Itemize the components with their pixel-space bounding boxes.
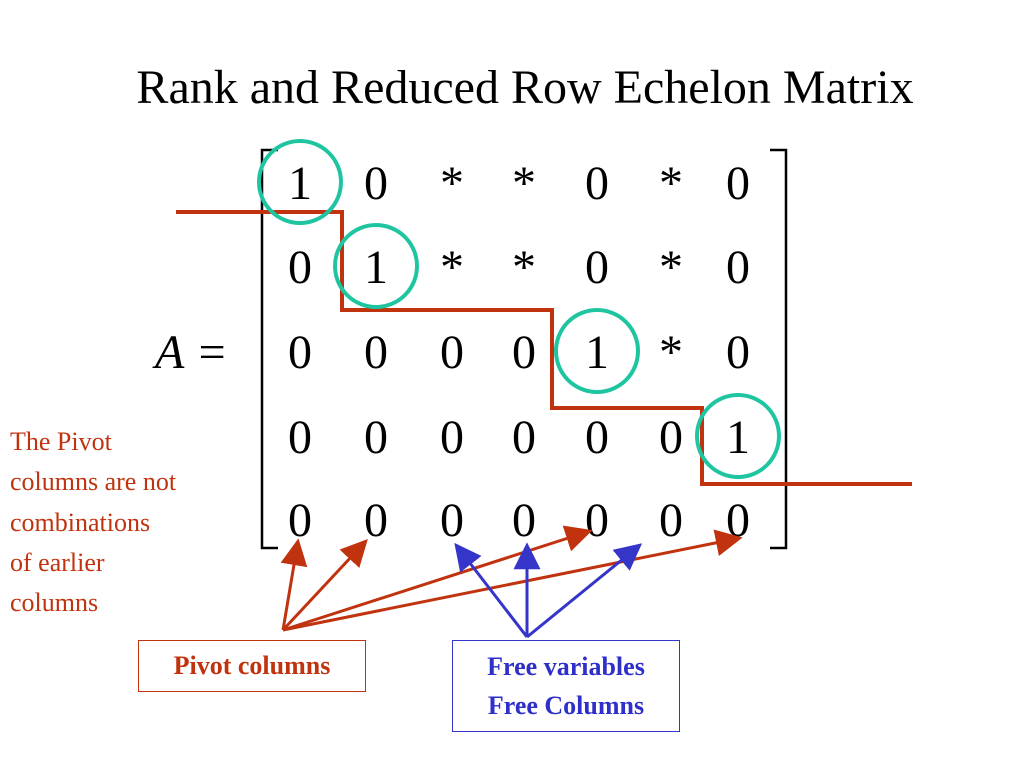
matrix-cell: 0 xyxy=(659,411,683,464)
matrix-cell: 0 xyxy=(512,411,536,464)
matrix-cell: 0 xyxy=(726,241,750,294)
pivot-arrow-col2 xyxy=(281,539,368,632)
pivot-circles xyxy=(257,139,781,479)
pivot-note: The Pivot columns are not combinations o… xyxy=(10,422,250,623)
pivot-note-line: of earlier xyxy=(10,547,105,577)
matrix-cell: * xyxy=(440,157,464,210)
pivot-arrow-col1 xyxy=(280,538,308,631)
matrix-cell: 0 xyxy=(512,494,536,547)
echelon-staircase xyxy=(176,210,912,486)
matrix-cell: 0 xyxy=(364,494,388,547)
matrix-cell: 0 xyxy=(440,411,464,464)
matrix-cell: * xyxy=(512,241,536,294)
matrix-cell: 0 xyxy=(288,494,312,547)
matrix-cell: * xyxy=(659,241,683,294)
pivot-note-line: combinations xyxy=(10,507,151,537)
matrix-cell: 0 xyxy=(364,411,388,464)
pivot-circle xyxy=(554,308,640,394)
pivot-note-line: The Pivot xyxy=(10,427,112,456)
pivot-arrows xyxy=(280,525,743,632)
matrix-label: A = xyxy=(152,326,228,379)
matrix-cell: 0 xyxy=(585,494,609,547)
free-variables-label: Free variables xyxy=(487,652,645,681)
free-columns-label: Free Columns xyxy=(487,691,645,720)
free-arrow-col6 xyxy=(526,543,643,639)
matrix-cell: * xyxy=(659,157,683,210)
free-columns-box: Free variables Free Columns xyxy=(452,640,680,732)
matrix-cell: 0 xyxy=(364,326,388,379)
pivot-columns-box: Pivot columns xyxy=(138,640,366,692)
free-arrow-col3 xyxy=(454,542,529,638)
pivot-circle xyxy=(333,223,419,309)
matrix-cell: 0 xyxy=(726,157,750,210)
matrix-cell: 0 xyxy=(364,157,388,210)
matrix-cell: 0 xyxy=(440,494,464,547)
matrix-cell: 0 xyxy=(288,326,312,379)
pivot-columns-label: Pivot columns xyxy=(173,651,331,680)
matrix-cell: * xyxy=(440,241,464,294)
matrix-cell: 0 xyxy=(585,241,609,294)
pivot-note-line: columns xyxy=(10,588,99,618)
matrix-cell: 0 xyxy=(585,411,609,464)
slide-title: Rank and Reduced Row Echelon Matrix xyxy=(136,61,914,114)
matrix-cell: 0 xyxy=(440,326,464,379)
matrix-cell: 0 xyxy=(288,411,312,464)
matrix-cell: 0 xyxy=(726,326,750,379)
matrix-cell: 0 xyxy=(512,326,536,379)
matrix-cell: 1 xyxy=(364,241,388,294)
matrix-cell: 1 xyxy=(288,157,312,210)
right-bracket xyxy=(770,148,788,550)
pivot-arrow-col7 xyxy=(282,529,743,632)
matrix-cell: 1 xyxy=(585,326,609,379)
matrix-cell: 0 xyxy=(585,157,609,210)
matrix-cell: * xyxy=(512,157,536,210)
pivot-circle xyxy=(257,139,343,225)
pivot-circle xyxy=(695,393,781,479)
matrix-cell: 0 xyxy=(659,494,683,547)
matrix-cell: * xyxy=(659,326,683,379)
pivot-note-line: columns are not xyxy=(10,467,177,497)
matrix-cell: 0 xyxy=(288,241,312,294)
left-bracket xyxy=(260,148,278,550)
free-arrows xyxy=(454,542,643,639)
matrix-cell: 1 xyxy=(726,411,750,464)
